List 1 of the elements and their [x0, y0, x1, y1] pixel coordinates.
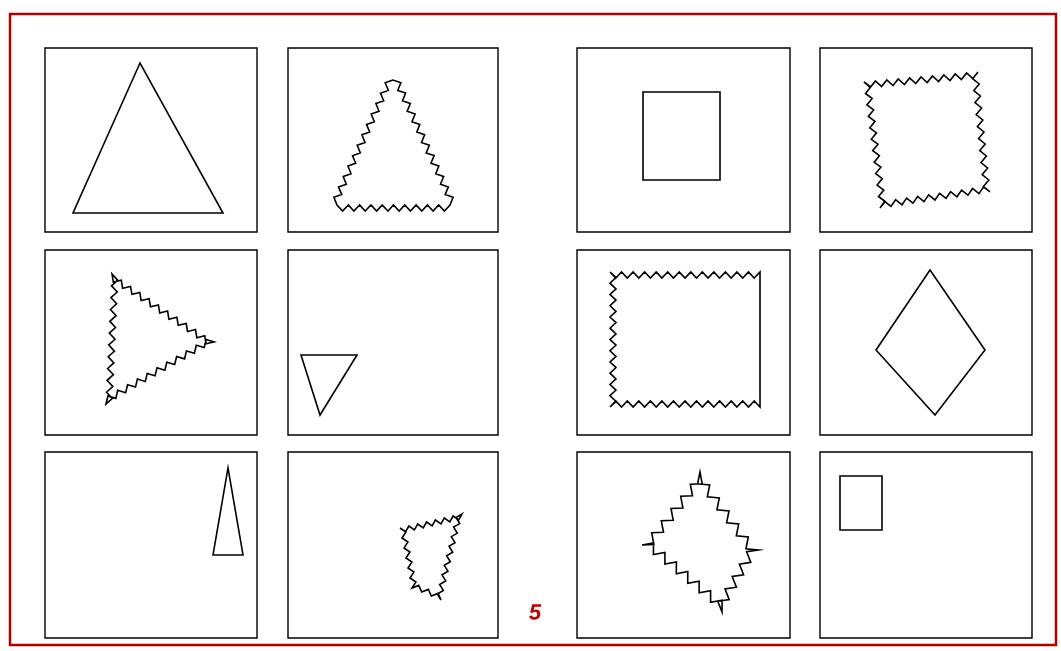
page-number: 5 [529, 604, 542, 620]
